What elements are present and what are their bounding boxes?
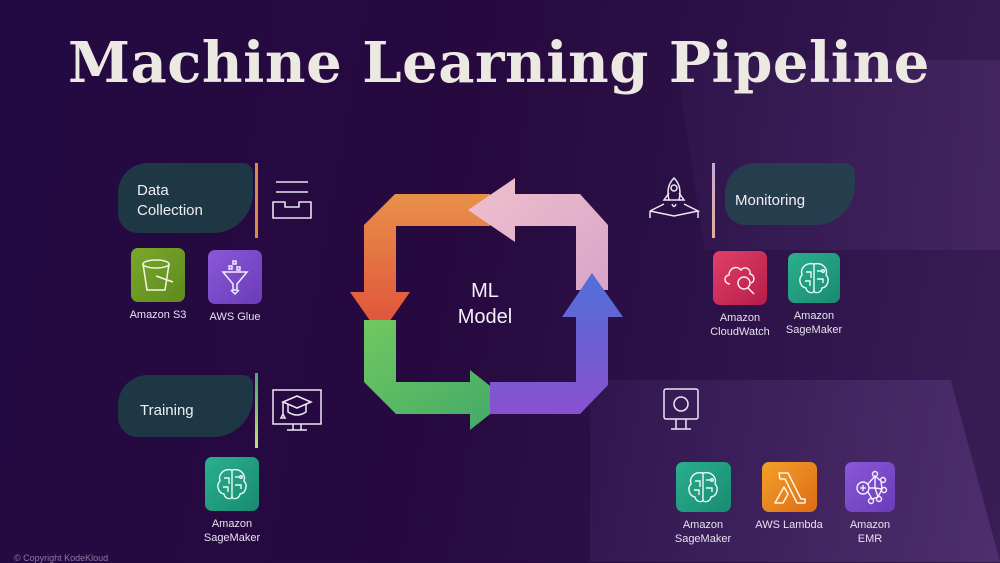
monitor-circle-icon <box>663 388 699 430</box>
copyright-text: © Copyright KodeKloud <box>14 553 109 563</box>
monitoring-label: Monitoring <box>735 192 806 209</box>
service-name-line1: Amazon <box>682 519 724 531</box>
service-name: AWS Lambda <box>755 519 823 531</box>
service-cloudwatch[interactable]: Amazon CloudWatch <box>700 251 780 339</box>
service-name: Amazon CloudWatch <box>700 311 780 339</box>
service-name-line2: SageMaker <box>785 324 843 336</box>
monitor-graduation-cap-icon <box>272 389 322 431</box>
emr-cluster-icon <box>856 470 888 505</box>
service-name: AWS Glue <box>209 311 261 323</box>
service-name: Amazon SageMaker <box>192 517 272 545</box>
service-name: Amazon SageMaker <box>774 309 854 337</box>
service-sagemaker-deployment[interactable]: Amazon SageMaker <box>663 462 743 546</box>
page-title: Machine Learning Pipeline <box>68 30 930 96</box>
service-aws-lambda[interactable]: AWS Lambda <box>749 462 829 532</box>
center-label-line2: Model <box>457 306 513 328</box>
cycle-arrows-diagram <box>350 178 623 430</box>
service-name-line1: Amazon <box>211 518 253 530</box>
service-name-line2: SageMaker <box>203 532 261 544</box>
service-name-line1: Amazon <box>849 519 891 531</box>
brain-icon <box>688 471 718 503</box>
service-name: Amazon SageMaker <box>663 518 743 546</box>
rocket-launch-icon <box>649 176 700 218</box>
service-name: Amazon S3 <box>129 309 187 321</box>
bucket-icon <box>142 259 174 291</box>
service-name: Amazon EMR <box>830 518 910 546</box>
lambda-icon <box>774 472 806 504</box>
service-name-line1: Amazon <box>793 310 835 322</box>
funnel-icon <box>221 260 249 296</box>
data-collection-accent-bar <box>255 163 258 238</box>
service-sagemaker-monitoring[interactable]: Amazon SageMaker <box>774 253 854 337</box>
service-aws-glue[interactable]: AWS Glue <box>195 250 275 324</box>
service-sagemaker-training[interactable]: Amazon SageMaker <box>192 457 272 545</box>
data-collection-label-line2: Collection <box>137 202 203 219</box>
training-accent-bar <box>255 373 258 448</box>
data-collection-highlight <box>118 163 253 233</box>
training-label: Training <box>140 402 194 419</box>
cloud-magnifier-icon <box>724 266 755 295</box>
service-name-line2: EMR <box>857 533 883 545</box>
training-highlight <box>118 375 253 437</box>
brain-icon <box>217 468 247 500</box>
brain-icon <box>799 262 829 294</box>
monitoring-accent-bar <box>712 163 715 238</box>
center-label-line1: ML <box>471 280 499 302</box>
service-amazon-emr[interactable]: Amazon EMR <box>830 462 910 546</box>
service-name-line2: SageMaker <box>674 533 732 545</box>
data-collection-label: Data Collection <box>137 181 203 221</box>
service-name-line1: Amazon <box>719 312 761 324</box>
inbox-tray-icon <box>272 181 312 219</box>
service-amazon-s3[interactable]: Amazon S3 <box>118 248 198 322</box>
data-collection-label-line1: Data <box>137 182 169 199</box>
service-name-line2: CloudWatch <box>710 326 770 338</box>
center-model-label: ML Model <box>440 278 530 330</box>
monitoring-highlight <box>725 163 855 225</box>
